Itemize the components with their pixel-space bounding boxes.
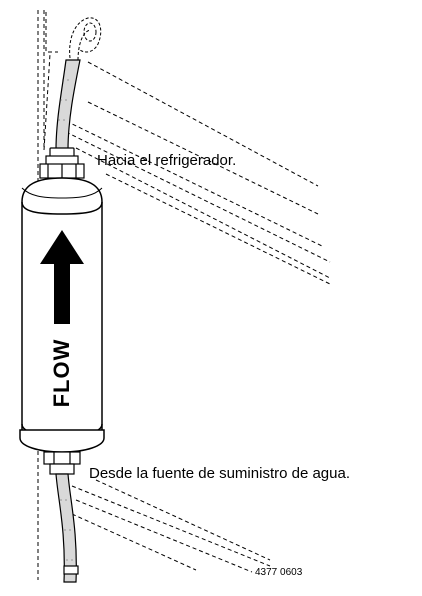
dashed-wall-lines bbox=[37, 10, 58, 580]
elbow-fitting bbox=[69, 17, 102, 61]
from-water-supply-label: Desde la fuente de suministro de agua. bbox=[89, 465, 350, 482]
dashed-perspective-lines-upper bbox=[59, 61, 331, 285]
tube-clip bbox=[63, 565, 79, 575]
inlet-tube-bottom bbox=[55, 473, 77, 583]
flow-label: FLOW bbox=[49, 338, 74, 408]
inlet-tube-top bbox=[55, 59, 81, 151]
bottom-connector-fitting bbox=[43, 451, 81, 475]
figure-code: 4377 0603 bbox=[255, 567, 303, 578]
dashed-perspective-lines-lower bbox=[71, 479, 271, 573]
to-refrigerator-label: Hacia el refrigerador. bbox=[97, 152, 237, 169]
top-connector-fitting bbox=[39, 147, 85, 179]
tube-texture-top bbox=[58, 79, 70, 121]
flow-arrow-icon bbox=[40, 230, 84, 324]
tube-texture-bottom bbox=[60, 499, 76, 561]
